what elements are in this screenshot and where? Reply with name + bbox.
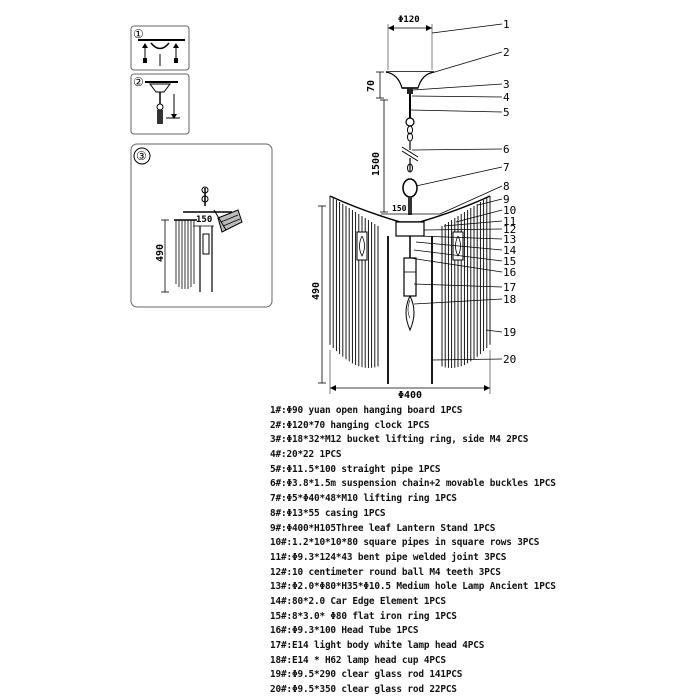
part-item: 14#:80*2.0 Car Edge Element 1PCS (270, 595, 446, 607)
part-item: 9#:Φ400*H105Three leaf Lantern Stand 1PC… (270, 522, 496, 534)
callout-leader (443, 220, 503, 227)
callout-leader (431, 358, 503, 361)
callout-leader (412, 83, 503, 91)
callout-number: 17 (503, 281, 516, 294)
callout-leader (411, 95, 503, 98)
callout-leader (411, 148, 503, 151)
callout-number: 13 (503, 233, 516, 246)
part-item: 20#:Φ9.5*350 clear glass rod 22PCS (270, 684, 457, 696)
callout-number: 19 (503, 326, 516, 339)
part-item: 1#:Φ90 yuan open hanging board 1PCS (270, 405, 463, 416)
chain-length-dimension: 1500 (371, 152, 382, 176)
callout-number: 8 (503, 180, 510, 193)
callout-leader (410, 109, 503, 113)
part-item: 19#:Φ9.5*290 clear glass rod 141PCS (270, 669, 463, 681)
callout-leader (417, 235, 503, 240)
step-1-panel: ① (130, 25, 190, 71)
callout-leader (431, 23, 503, 34)
lamp-height-dimension: 490 (311, 282, 322, 300)
part-item: 8#:Φ13*55 casing 1PCS (270, 507, 386, 519)
callout-number: 12 (503, 223, 516, 236)
callout-leader (439, 185, 503, 215)
part-item: 18#:E14 * H62 lamp head cup 4PCS (270, 654, 446, 666)
lamp-diameter-dimension: Φ400 (398, 390, 422, 401)
callout-number: 7 (503, 161, 510, 174)
side-width-dimension: 150 (196, 215, 212, 225)
parts-list: 1#:Φ90 yuan open hanging board 1PCS 2#:Φ1… (270, 404, 690, 698)
callout-number: 6 (503, 143, 510, 156)
callout-leader (427, 51, 503, 75)
callout-number: 18 (503, 293, 516, 306)
right-glass-rods (441, 196, 491, 368)
clock-height-dimension: 70 (366, 80, 377, 92)
part-item: 7#:Φ5*Φ40*48*M10 lifting ring 1PCS (270, 493, 457, 505)
side-height-dimension: 490 (155, 244, 166, 262)
lamp-left (356, 231, 368, 261)
callout-leader (413, 249, 503, 262)
callout-leader (477, 198, 503, 206)
step-2-panel: ② (130, 73, 190, 135)
part-item: 2#:Φ120*70 hanging clock 1PCS (270, 419, 430, 431)
callout-leader (485, 329, 503, 333)
part-item: 4#:20*22 1PCS (270, 449, 342, 461)
part-item: 11#:Φ9.3*124*43 bent pipe welded joint 3… (270, 551, 507, 563)
main-elevation: Φ120 70 1500 150 (311, 15, 491, 401)
part-item: 5#:Φ11.5*100 straight pipe 1PCS (270, 463, 441, 475)
callout-number: 11 (503, 215, 516, 228)
callout-number: 20 (503, 353, 516, 366)
callout-number: 4 (503, 91, 510, 104)
stand-width-dimension: 150 (392, 204, 407, 213)
part-item: 3#:Φ18*32*M12 bucket lifting ring, side … (270, 434, 529, 446)
callout-number: 1 (503, 18, 510, 31)
callout-number: 2 (503, 46, 510, 59)
callout-leader (413, 283, 503, 288)
callout-number: 16 (503, 266, 516, 279)
left-glass-rods (329, 196, 379, 368)
callout-number: 10 (503, 204, 516, 217)
step-3-number: ③ (136, 149, 147, 163)
callout-leader (415, 166, 503, 187)
callout-leader (413, 298, 503, 305)
clock-width-dimension: Φ120 (398, 15, 420, 25)
callout-number: 3 (503, 78, 510, 91)
part-item: 13#:Φ2.0*Φ80*H35*Φ10.5 Medium hole Lamp … (270, 581, 556, 593)
part-item: 16#:Φ9.3*100 Head Tube 1PCS (270, 625, 419, 637)
step-2-number: ② (133, 75, 144, 89)
callout-number: 9 (503, 193, 510, 206)
callout-number: 15 (503, 255, 516, 268)
part-item: 15#:8*3.0* Φ80 flat iron ring 1PCS (270, 610, 457, 622)
part-item: 10#:1.2*10*10*80 square pipes in square … (270, 537, 540, 549)
part-item: 6#:Φ3.8*1.5m suspension chain+2 movable … (270, 478, 556, 490)
part-item: 17#:E14 light body white lamp head 4PCS (270, 640, 485, 651)
part-item: 12#:10 centimeter round ball M4 teeth 3P… (270, 566, 501, 578)
callout-leader (415, 241, 503, 251)
callout-leader (423, 228, 503, 231)
lamp-center (403, 257, 417, 332)
step-3-panel: ③ 150 490 (130, 143, 273, 308)
callout-leader (455, 209, 503, 223)
step-1-number: ① (133, 27, 144, 41)
callout-number: 14 (503, 244, 517, 257)
callout-leader (409, 257, 503, 273)
callout-number: 5 (503, 106, 510, 119)
